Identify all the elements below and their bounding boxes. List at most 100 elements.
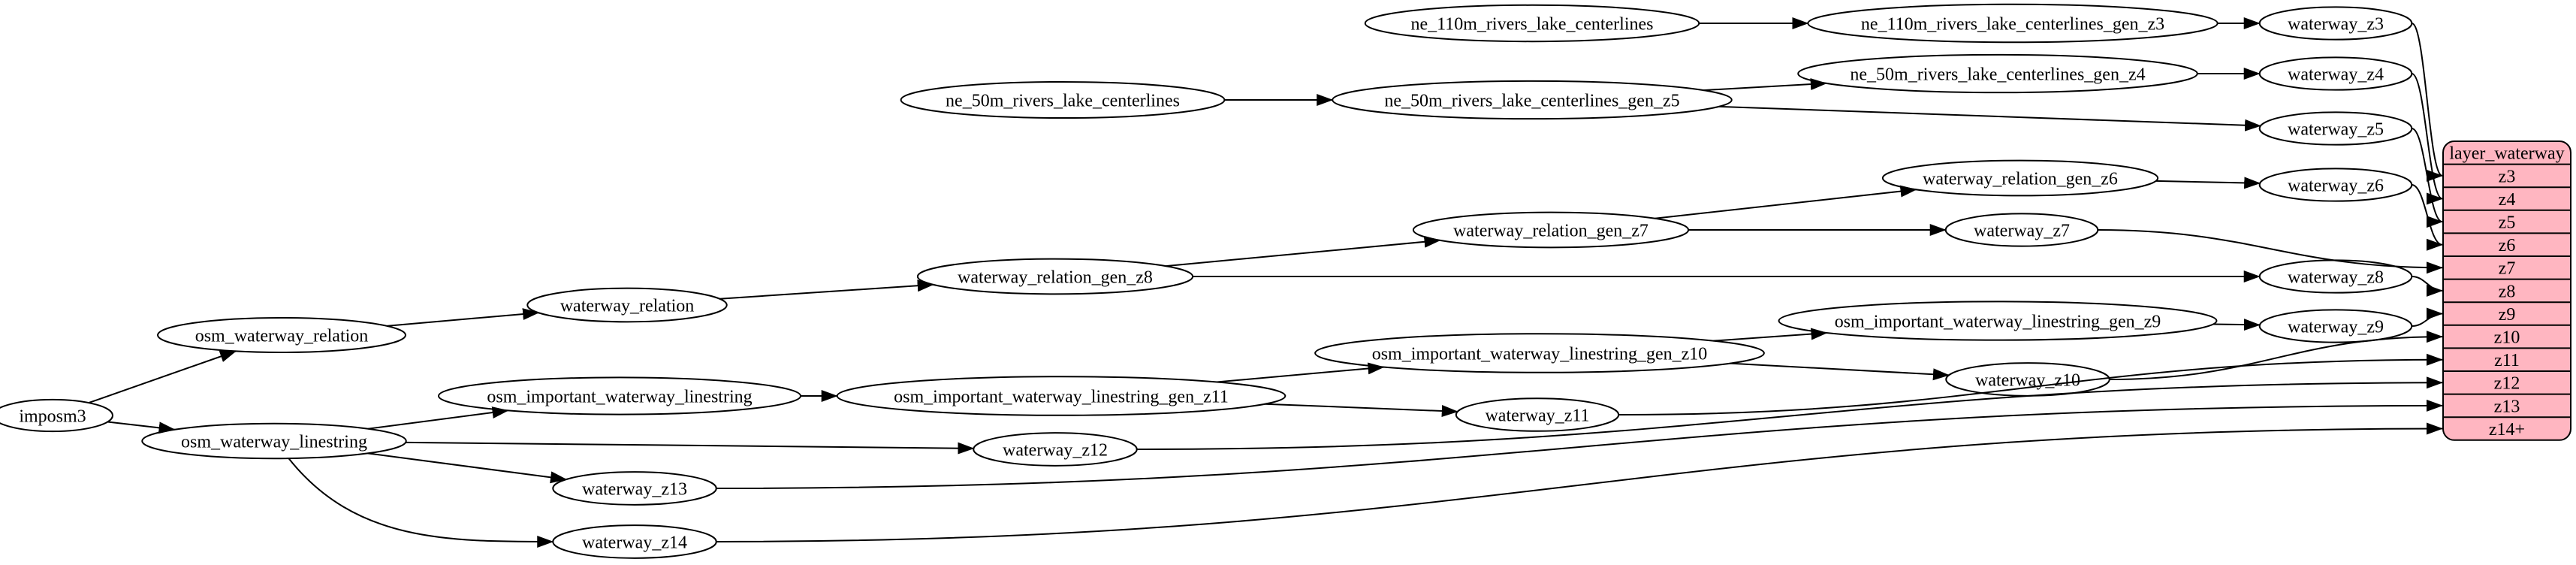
table-row-z4: z4: [2499, 190, 2516, 210]
node-ellipse: [157, 317, 406, 353]
node-label: ne_50m_rivers_lake_centerlines: [946, 91, 1180, 110]
edge-waterway_z4-to-row:z4: [2411, 73, 2443, 205]
node-ellipse: [141, 422, 407, 460]
node-ellipse: [1797, 53, 2198, 94]
table-row-z6: z6: [2499, 236, 2516, 255]
node-waterway_z9: waterway_z9: [2258, 309, 2413, 343]
node-waterway_z6: waterway_z6: [2258, 168, 2413, 202]
node-osm_important_waterway_linestring_gen_z11: osm_important_waterway_linestring_gen_z1…: [836, 376, 1286, 416]
node-label: waterway_z14: [582, 533, 687, 552]
node-label: waterway_relation_gen_z8: [958, 267, 1153, 287]
node-ne_50m_rivers_lake_centerlines_gen_z4: ne_50m_rivers_lake_centerlines_gen_z4: [1797, 53, 2198, 94]
edge-waterway_z13-to-row:z13: [716, 399, 2443, 489]
node-label: osm_waterway_relation: [195, 326, 369, 346]
node-label: waterway_relation: [560, 296, 695, 316]
table-row-z12: z12: [2494, 374, 2520, 394]
node-label: osm_waterway_linestring: [181, 432, 367, 452]
edge-waterway_z5-to-row:z5: [2411, 128, 2443, 228]
node-label: ne_50m_rivers_lake_centerlines_gen_z5: [1384, 91, 1679, 110]
edge-waterway_z14-to-row:z14+: [716, 422, 2443, 542]
node-ellipse: [1881, 159, 2159, 197]
edge-osm_waterway_linestring-to-osm_important_waterway_linestring: [367, 406, 509, 430]
edge-waterway_relation_gen_z6-to-waterway_z6: [2155, 177, 2261, 189]
node-waterway_relation_gen_z8: waterway_relation_gen_z8: [916, 258, 1194, 295]
table-row-z8: z8: [2499, 282, 2516, 301]
node-osm_waterway_linestring: osm_waterway_linestring: [141, 422, 407, 460]
edge-waterway_relation_gen_z8-to-waterway_relation_gen_z7: [1166, 235, 1441, 267]
edge-osm_important_waterway_linestring_gen_z11-to-waterway_z11: [1265, 403, 1458, 417]
node-label: osm_important_waterway_linestring_gen_z1…: [1372, 344, 1708, 364]
edge-waterway_z11-to-row:z11: [1618, 353, 2443, 415]
node-waterway_z10: waterway_z10: [1945, 362, 2110, 397]
node-ne_110m_rivers_lake_centerlines: ne_110m_rivers_lake_centerlines: [1364, 4, 1700, 43]
node-waterway_relation_gen_z7: waterway_relation_gen_z7: [1412, 211, 1690, 249]
edge-osm_important_waterway_linestring_gen_z10-to-waterway_z10: [1730, 362, 1950, 381]
table-row-z7: z7: [2499, 259, 2516, 279]
node-ellipse: [1778, 301, 2218, 341]
diagram-nodes: imposm3 osm_waterway_relation osm_waterway…: [0, 3, 2413, 559]
node-ne_50m_rivers_lake_centerlines_gen_z5: ne_50m_rivers_lake_centerlines_gen_z5: [1332, 80, 1733, 120]
node-waterway_z3: waterway_z3: [2258, 6, 2413, 41]
node-label: waterway_z5: [2288, 119, 2384, 139]
node-osm_important_waterway_linestring_gen_z10: osm_important_waterway_linestring_gen_z1…: [1314, 333, 1765, 373]
edge-waterway_z10-to-row:z10: [2109, 331, 2443, 380]
edge-waterway_z8-to-row:z8: [2412, 276, 2443, 297]
node-waterway_relation_gen_z6: waterway_relation_gen_z6: [1881, 159, 2159, 197]
edge-waterway_z6-to-row:z6: [2412, 184, 2443, 251]
edge-osm_waterway_relation-to-waterway_relation: [386, 308, 540, 327]
node-waterway_z11: waterway_z11: [1455, 397, 1620, 432]
node-waterway_relation: waterway_relation: [526, 287, 728, 323]
edge-osm_important_waterway_linestring_gen_z11-to-osm_important_waterway_linestring_gen_z10: [1217, 362, 1385, 383]
edge-ne_50m_rivers_lake_centerlines_gen_z5-to-ne_50m_rivers_lake_centerlines_gen_z4: [1703, 78, 1827, 92]
table-row-z10: z10: [2494, 328, 2520, 348]
node-label: osm_important_waterway_linestring_gen_z9: [1835, 312, 2161, 331]
node-imposm3: imposm3: [0, 398, 113, 433]
edge-imposm3-to-osm_waterway_linestring: [107, 421, 176, 434]
node-waterway_z7: waterway_z7: [1944, 213, 2099, 247]
edge-waterway_relation_gen_z7-to-waterway_relation_gen_z6: [1654, 185, 1917, 219]
node-waterway_z13: waterway_z13: [552, 471, 717, 506]
node-label: imposm3: [19, 406, 86, 426]
edge-waterway_z3-to-row:z3: [2411, 23, 2443, 182]
node-osm_important_waterway_linestring: osm_important_waterway_linestring: [437, 376, 802, 415]
table-title: layer_waterway: [2449, 144, 2564, 164]
table-row-z13: z13: [2494, 397, 2520, 416]
node-osm_waterway_relation: osm_waterway_relation: [157, 317, 406, 353]
table-row-z5: z5: [2499, 213, 2516, 233]
node-label: waterway_z12: [1003, 440, 1108, 460]
node-label: waterway_z9: [2288, 317, 2384, 337]
node-label: waterway_z7: [1974, 221, 2070, 240]
node-label: waterway_z3: [2288, 14, 2384, 34]
node-label: waterway_z6: [2288, 176, 2384, 195]
table-row-z3: z3: [2499, 167, 2516, 186]
edge-waterway_z7-to-row:z7: [2098, 229, 2443, 274]
edge-osm_important_waterway_linestring_gen_z9-to-waterway_z9: [2213, 319, 2261, 331]
node-label: waterway_relation_gen_z7: [1453, 221, 1648, 240]
node-ellipse: [552, 471, 717, 506]
node-label: ne_50m_rivers_lake_centerlines_gen_z4: [1850, 65, 2145, 84]
node-waterway_z8: waterway_z8: [2258, 259, 2413, 294]
table-layer-waterway: layer_waterwayz3z4z5z6z7z8z9z10z11z12z13…: [2442, 140, 2571, 441]
table-row-z9: z9: [2499, 305, 2516, 325]
edge-ne_50m_rivers_lake_centerlines_gen_z5-to-waterway_z5: [1718, 105, 2262, 131]
edge-waterway_relation-to-waterway_relation_gen_z8: [719, 279, 934, 300]
node-label: waterway_z13: [582, 479, 687, 499]
node-ellipse: [526, 287, 728, 323]
node-waterway_z14: waterway_z14: [552, 524, 717, 559]
edge-osm_waterway_linestring-to-waterway_z12: [406, 441, 975, 455]
node-label: ne_110m_rivers_lake_centerlines_gen_z3: [1861, 14, 2164, 34]
node-waterway_z5: waterway_z5: [2258, 111, 2413, 146]
edge-osm_waterway_linestring-to-waterway_z13: [367, 452, 567, 484]
edge-osm_waterway_linestring-to-waterway_z14: [288, 458, 554, 548]
edge-imposm3-to-osm_waterway_relation: [88, 350, 237, 404]
node-ne_110m_rivers_lake_centerlines_gen_z3: ne_110m_rivers_lake_centerlines_gen_z3: [1807, 3, 2219, 44]
node-label: ne_110m_rivers_lake_centerlines: [1411, 14, 1654, 34]
edge-waterway_z9-to-row:z9: [2412, 307, 2443, 327]
node-osm_important_waterway_linestring_gen_z9: osm_important_waterway_linestring_gen_z9: [1778, 301, 2218, 341]
diagram-edges: [88, 17, 2443, 548]
table-row-z14+: z14+: [2489, 420, 2525, 440]
node-ellipse: [0, 398, 113, 433]
edge-waterway_z12-to-row:z12: [1136, 376, 2443, 450]
node-ne_50m_rivers_lake_centerlines: ne_50m_rivers_lake_centerlines: [900, 80, 1226, 119]
